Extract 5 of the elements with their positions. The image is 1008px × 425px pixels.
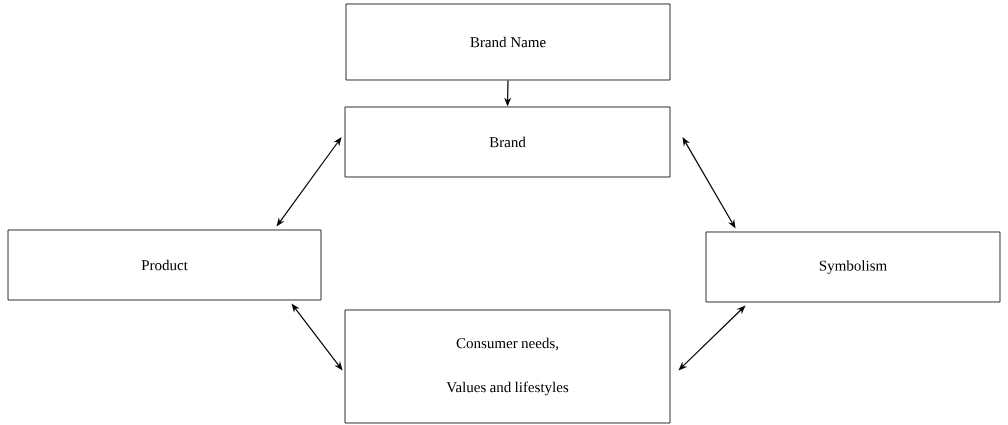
process-box: Symbolism — [705, 231, 1001, 303]
process-box: Product — [7, 229, 322, 301]
process-box: Brand Name — [345, 3, 671, 81]
process-box: Brand — [344, 106, 671, 178]
process-box: Consumer needs, Values and lifestyles — [344, 309, 671, 424]
